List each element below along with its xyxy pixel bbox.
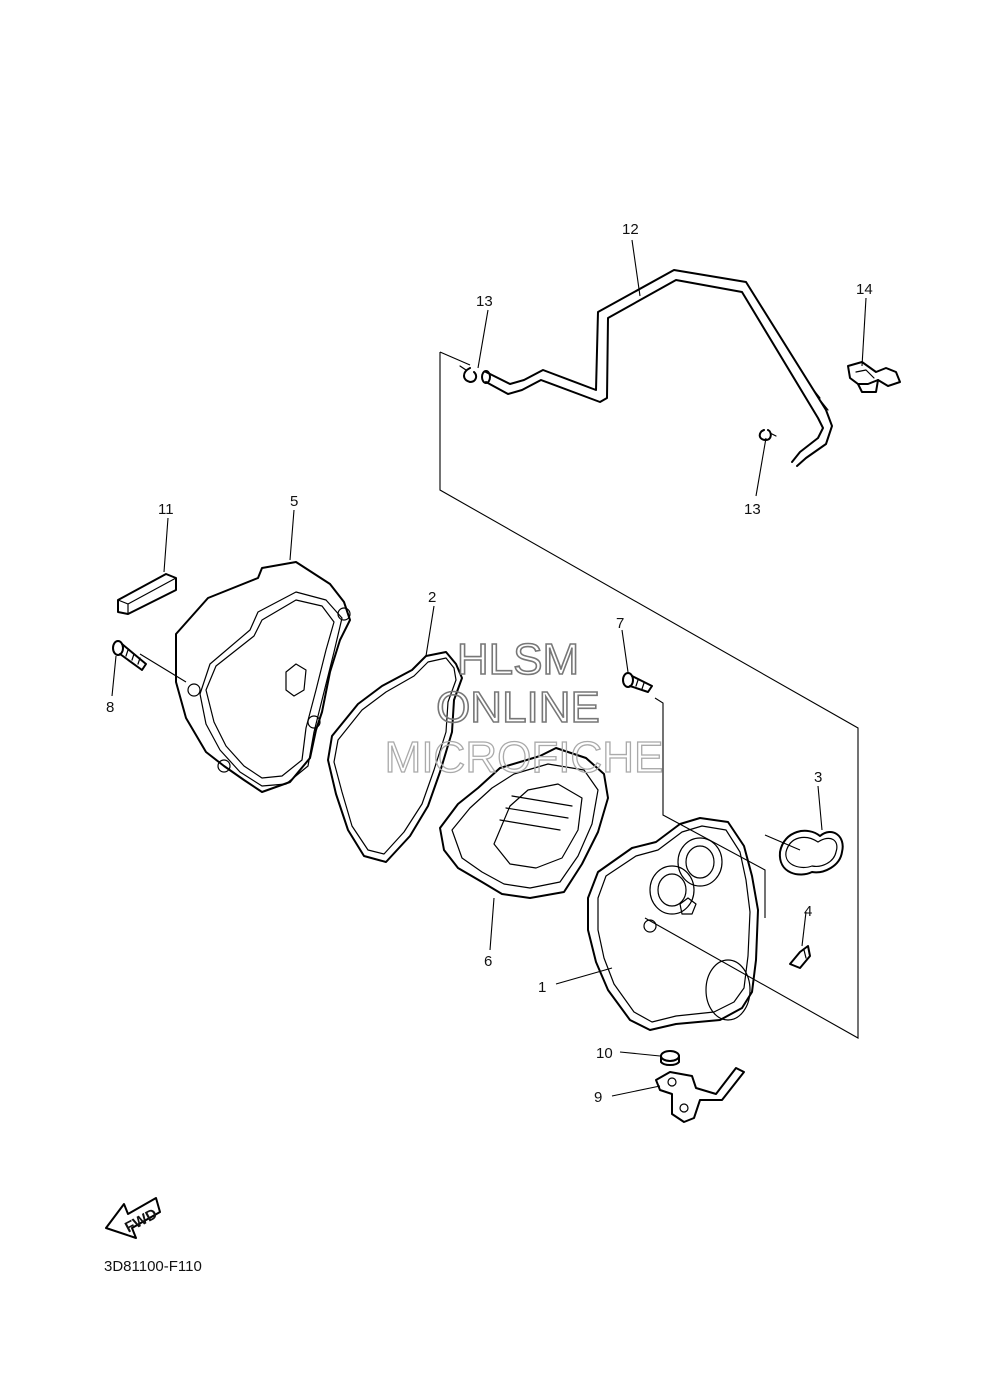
part-12-breather-hose[interactable] bbox=[481, 269, 833, 467]
callout-5: 5 bbox=[290, 493, 298, 510]
part-1-filter-case[interactable] bbox=[587, 817, 759, 1031]
callout-labels: 1 2 3 4 5 6 7 8 9 10 11 12 13 13 14 bbox=[106, 221, 873, 1106]
part-14-clamp[interactable] bbox=[847, 361, 901, 393]
part-5-case-cover[interactable] bbox=[175, 561, 351, 793]
callout-13-bottom: 13 bbox=[744, 501, 761, 518]
callout-2: 2 bbox=[428, 589, 436, 606]
part-9-bracket[interactable] bbox=[655, 1067, 745, 1123]
callout-8: 8 bbox=[106, 699, 114, 716]
part-11-pad[interactable] bbox=[117, 573, 177, 615]
part-2-seal-gasket[interactable] bbox=[327, 651, 463, 863]
callout-3: 3 bbox=[814, 769, 822, 786]
callout-12: 12 bbox=[622, 221, 639, 238]
part-8-screw[interactable] bbox=[112, 640, 147, 671]
diagram-code: 3D81100-F110 bbox=[104, 1258, 202, 1275]
watermark-line-1: HLSM bbox=[457, 635, 579, 684]
watermark-line-3: MICROFICHE bbox=[385, 733, 664, 782]
assembly-frame-lines bbox=[439, 351, 859, 1039]
callout-1: 1 bbox=[538, 979, 546, 996]
callout-11: 11 bbox=[158, 501, 174, 518]
part-13-hose-clip-a[interactable] bbox=[459, 365, 478, 383]
part-7-screw[interactable] bbox=[622, 672, 653, 693]
part-4-clip[interactable] bbox=[789, 945, 811, 969]
watermark-line-2: ONLINE bbox=[436, 683, 600, 732]
callout-13-top: 13 bbox=[476, 293, 493, 310]
callout-6: 6 bbox=[484, 953, 492, 970]
watermark: HLSM ONLINE MICROFICHE bbox=[384, 634, 664, 782]
part-6-filter-element[interactable] bbox=[439, 747, 609, 899]
part-13-hose-clip-b[interactable] bbox=[758, 429, 777, 441]
callout-4: 4 bbox=[804, 903, 812, 920]
callout-7: 7 bbox=[616, 615, 624, 632]
fwd-arrow-icon bbox=[105, 1197, 161, 1239]
callout-10: 10 bbox=[596, 1045, 613, 1062]
callout-14: 14 bbox=[856, 281, 873, 298]
fwd-label: FWD bbox=[122, 1205, 160, 1236]
callout-9: 9 bbox=[594, 1089, 602, 1106]
part-10-grommet[interactable] bbox=[660, 1050, 680, 1066]
leader-lines bbox=[111, 239, 867, 1097]
part-3-seal[interactable] bbox=[778, 829, 844, 876]
